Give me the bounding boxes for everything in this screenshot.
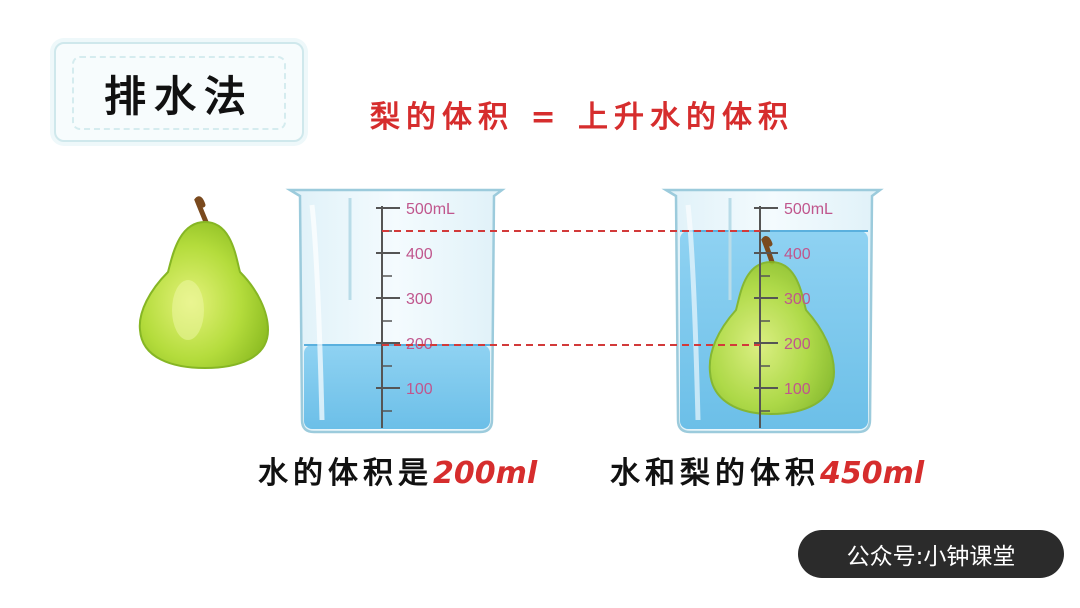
watermark-badge: 公众号:小钟课堂 (798, 530, 1064, 578)
right-caption-value: 450ml (820, 456, 925, 491)
right-scale-label-300: 300 (784, 291, 811, 308)
left-scale-label-400: 400 (406, 246, 433, 263)
left-caption-text: 水的体积是 (258, 456, 433, 491)
right-scale-label-500: 500mL (784, 201, 833, 218)
left-caption-value: 200ml (433, 456, 538, 491)
right-scale-label-200: 200 (784, 336, 811, 353)
left-beaker: 500mL 400 300 200 100 (285, 188, 506, 434)
title-frame: 排水法 (72, 56, 286, 130)
page-title: 排水法 (103, 71, 254, 121)
left-scale-label-100: 100 (406, 381, 433, 398)
title-box: 排水法 (54, 42, 304, 142)
watermark-text: 公众号:小钟课堂 (846, 544, 1016, 570)
right-scale-label-100: 100 (784, 381, 811, 398)
left-beaker-scale: 500mL 400 300 200 100 (376, 201, 455, 428)
right-beaker-scale: 500mL 400 300 200 100 (754, 201, 833, 428)
right-beaker: 500mL 400 300 200 100 (661, 188, 884, 434)
formula-text: 梨的体积 = 上升水的体积 (370, 100, 795, 135)
left-caption: 水的体积是200ml (258, 448, 537, 492)
right-caption-text: 水和梨的体积 (610, 456, 820, 491)
right-caption: 水和梨的体积450ml (610, 448, 924, 492)
right-scale-label-400: 400 (784, 246, 811, 263)
pear-icon (138, 196, 270, 370)
left-scale-label-300: 300 (406, 291, 433, 308)
left-scale-label-500: 500mL (406, 201, 455, 218)
submerged-pear-icon (708, 236, 836, 416)
